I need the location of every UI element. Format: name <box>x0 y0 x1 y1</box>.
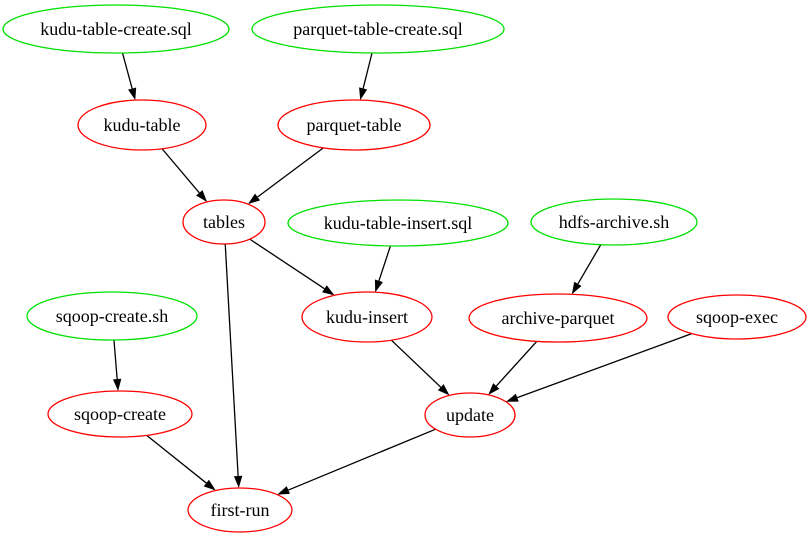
edge-sqoop-exec-to-update <box>505 332 692 402</box>
node-parquet-table-create-sql: parquet-table-create.sql <box>251 4 505 54</box>
edge-line <box>161 148 200 194</box>
arrowhead-icon <box>437 384 450 396</box>
arrowhead-icon <box>359 87 368 101</box>
node-sqoop-create-sh: sqoop-create.sh <box>26 291 198 341</box>
edge-line <box>517 332 692 399</box>
node-kudu-table-create-sql: kudu-table-create.sql <box>2 4 230 54</box>
node-label: hdfs-archive.sh <box>559 212 669 232</box>
node-label: kudu-table-create.sql <box>40 19 191 39</box>
node-tables: tables <box>182 199 266 245</box>
edge-parquet-table-create-sql-to-parquet-table <box>359 52 373 101</box>
node-ellipse-task <box>468 293 648 343</box>
edge-tables-to-kudu-insert <box>249 238 335 296</box>
node-label: sqoop-create <box>74 404 166 424</box>
arrowhead-icon <box>128 87 137 101</box>
node-hdfs-archive-sh: hdfs-archive.sh <box>530 198 698 246</box>
edge-line <box>257 147 324 198</box>
node-label: sqoop-create.sh <box>56 306 168 326</box>
arrowhead-icon <box>112 378 122 392</box>
edge-line <box>146 434 207 484</box>
node-update: update <box>424 392 516 438</box>
edge-layer <box>112 52 692 495</box>
edge-sqoop-create-to-first-run <box>146 434 216 491</box>
arrowhead-icon <box>571 281 582 295</box>
edge-line <box>390 339 442 388</box>
node-layer: kudu-table-create.sql parquet-table-creat… <box>2 4 807 533</box>
edge-line <box>121 52 133 89</box>
node-ellipse-source_file <box>26 291 198 341</box>
edge-tables-to-first-run <box>224 243 243 489</box>
arrowhead-icon <box>196 190 208 202</box>
edge-kudu-insert-to-update <box>390 339 450 396</box>
node-ellipse-task <box>424 392 516 438</box>
node-parquet-table: parquet-table <box>277 99 431 151</box>
edge-line <box>495 340 538 387</box>
node-ellipse-task <box>667 294 807 340</box>
node-ellipse-source_file <box>287 199 509 247</box>
node-ellipse-task <box>182 199 266 245</box>
edge-kudu-table-insert-sql-to-kudu-insert <box>374 245 392 293</box>
arrowhead-icon <box>233 475 243 489</box>
node-ellipse-task <box>47 390 193 438</box>
arrowhead-icon <box>203 479 216 491</box>
node-ellipse-source_file <box>530 198 698 246</box>
node-ellipse-source_file <box>2 4 230 54</box>
node-label: tables <box>203 212 245 232</box>
edge-line <box>288 428 436 491</box>
edge-kudu-table-create-sql-to-kudu-table <box>121 52 137 101</box>
arrowhead-icon <box>505 393 519 402</box>
edge-archive-parquet-to-update <box>488 340 538 395</box>
node-label: archive-parquet <box>502 308 615 328</box>
edge-line <box>577 244 602 285</box>
node-sqoop-create: sqoop-create <box>47 390 193 438</box>
node-first-run: first-run <box>187 487 293 533</box>
edge-line <box>113 339 118 380</box>
node-sqoop-exec: sqoop-exec <box>667 294 807 340</box>
edge-update-to-first-run <box>277 428 436 495</box>
arrowhead-icon <box>247 193 261 205</box>
edge-line <box>362 52 373 89</box>
node-label: kudu-table-insert.sql <box>324 213 472 233</box>
edge-line <box>378 245 392 282</box>
edge-hdfs-archive-sh-to-archive-parquet <box>571 244 602 295</box>
arrowhead-icon <box>488 383 500 395</box>
node-label: parquet-table <box>307 115 402 135</box>
node-ellipse-task <box>77 99 207 151</box>
edge-kudu-table-to-tables <box>161 148 208 202</box>
node-label: update <box>446 405 494 425</box>
edge-sqoop-create-sh-to-sqoop-create <box>112 339 122 392</box>
node-label: kudu-table <box>104 115 181 135</box>
node-label: parquet-table-create.sql <box>293 19 462 39</box>
node-kudu-insert: kudu-insert <box>301 291 433 343</box>
arrowhead-icon <box>277 486 290 495</box>
arrowhead-icon <box>374 279 383 293</box>
edge-line <box>224 243 239 477</box>
arrowhead-icon <box>322 285 335 296</box>
node-label: sqoop-exec <box>696 307 778 327</box>
node-label: kudu-insert <box>326 307 408 327</box>
edge-parquet-table-to-tables <box>247 147 324 205</box>
node-kudu-table: kudu-table <box>77 99 207 151</box>
edge-line <box>249 238 325 290</box>
node-archive-parquet: archive-parquet <box>468 293 648 343</box>
node-label: first-run <box>211 500 270 520</box>
node-ellipse-source_file <box>251 4 505 54</box>
node-ellipse-task <box>277 99 431 151</box>
node-kudu-table-insert-sql: kudu-table-insert.sql <box>287 199 509 247</box>
node-ellipse-task <box>301 291 433 343</box>
node-ellipse-task <box>187 487 293 533</box>
